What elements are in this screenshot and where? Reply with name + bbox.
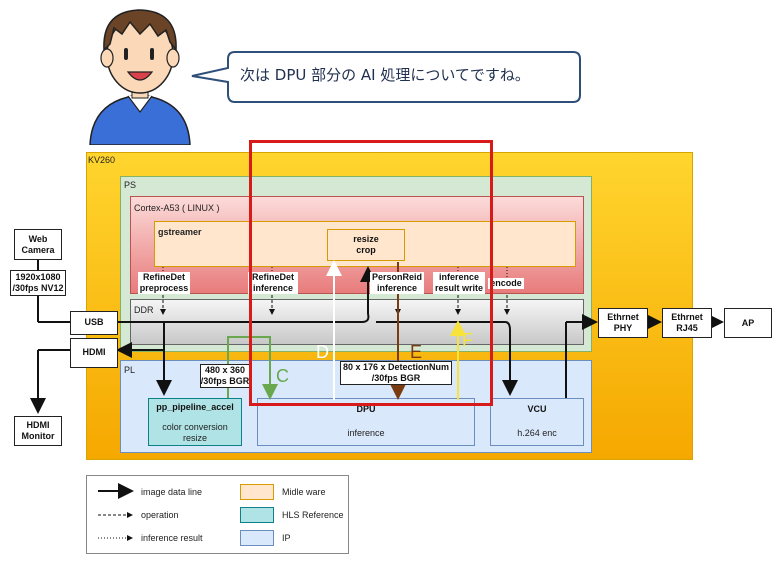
ap-label: AP: [741, 318, 755, 328]
legend-operation: operation: [141, 510, 179, 520]
legend-image-line: image data line: [141, 487, 203, 497]
hdmi-monitor-l2: Monitor: [21, 431, 55, 441]
flow-letter-f: F: [462, 330, 473, 350]
hdmi-box: [70, 338, 118, 368]
pl-label: PL: [124, 365, 136, 375]
op-refinedet-inf-l2: inference: [252, 283, 294, 293]
op-refinedet-pre-l1: RefineDet: [142, 272, 185, 282]
op-refinedet-pre: RefineDet preprocess: [138, 272, 190, 294]
op-refinedet-inf: RefineDet inference: [248, 272, 298, 294]
flow-letter-d: D: [316, 342, 329, 362]
webcam-format-box: [10, 270, 66, 296]
op-result-write: inference result write: [433, 272, 485, 294]
ethernet-phy-box: [598, 308, 648, 338]
speech-text: 次は DPU 部分の AI 処理についてですね。: [240, 66, 530, 84]
vcu-desc: h.264 enc: [517, 428, 557, 438]
op-refinedet-pre-l2: preprocess: [139, 283, 189, 293]
op-encode: encode: [488, 278, 524, 289]
dpu-title: DPU: [356, 404, 376, 414]
legend-lines: [98, 483, 134, 541]
speech-bubble-shape: [191, 51, 581, 103]
vcu-box: [490, 398, 584, 446]
usb-label: USB: [84, 317, 104, 327]
webcam-l1: Web: [28, 234, 48, 244]
ethernet-phy-l1: Ethrnet: [607, 312, 639, 322]
ethernet-rj45-l2: RJ45: [676, 323, 698, 333]
ethernet-rj45-l1: Ethrnet: [671, 312, 703, 322]
legend-hls: HLS Reference: [282, 510, 344, 520]
flow-letter-c: C: [276, 366, 289, 386]
pp-pipeline-box: [148, 398, 242, 446]
legend-ip: IP: [282, 533, 291, 543]
hdmi-monitor-box: [14, 416, 62, 446]
dpu-desc: inference: [347, 428, 385, 438]
ps-label: PS: [124, 180, 137, 190]
ethernet-rj45-box: [662, 308, 712, 338]
op-encode-l1: encode: [490, 278, 522, 288]
kv260-label: KV260: [88, 155, 116, 165]
format-480-l1: 480 x 360: [204, 365, 246, 375]
op-result-write-l2: result write: [434, 283, 483, 293]
ethernet-phy-l2: PHY: [613, 323, 633, 333]
legend-middleware: Midle ware: [282, 487, 326, 497]
cortex-label: Cortex-A53 ( LINUX ): [134, 203, 220, 213]
format-480-box: [200, 364, 250, 388]
op-result-write-l1: inference: [438, 272, 480, 282]
pp-desc1: color conversion: [162, 422, 228, 432]
ddr-label: DDR: [134, 305, 154, 315]
ap-box: [724, 308, 772, 338]
webcam-l2: Camera: [21, 245, 55, 255]
op-refinedet-inf-l1: RefineDet: [251, 272, 294, 282]
legend-middleware-swatch: [240, 484, 274, 500]
usb-box: [70, 311, 118, 335]
pp-pipeline-title: pp_pipeline_accel: [156, 402, 234, 412]
crop-label: crop: [356, 245, 376, 255]
dpu-box: [257, 398, 475, 446]
format-80-l1: 80 x 176 x DetectionNum: [342, 362, 450, 372]
format-80-l2: /30fps BGR: [371, 373, 421, 383]
resize-crop-box: [327, 229, 405, 261]
hdmi-label: HDMI: [82, 347, 106, 357]
webcam-format-l1: 1920x1080: [15, 272, 61, 282]
hdmi-monitor-l1: HDMI: [26, 420, 50, 430]
op-personreid-inf: PersonReid inference: [370, 272, 424, 294]
op-personreid-inf-l1: PersonReid: [371, 272, 422, 282]
character-illustration: [89, 9, 191, 145]
pp-desc2: resize: [182, 433, 207, 443]
format-80-box: [340, 361, 452, 385]
vcu-title: VCU: [527, 404, 547, 414]
resize-label: resize: [353, 234, 379, 244]
legend-inference-result: inference result: [141, 533, 203, 543]
gstreamer-label: gstreamer: [158, 227, 202, 237]
webcam-format-l2: /30fps NV12: [12, 283, 64, 293]
legend-ip-swatch: [240, 530, 274, 546]
op-personreid-inf-l2: inference: [376, 283, 418, 293]
format-480-l2: /30fps BGR: [200, 376, 250, 386]
flow-letter-e: E: [410, 342, 423, 362]
legend-hls-swatch: [240, 507, 274, 523]
webcam-box: [14, 229, 62, 260]
highlight-rectangle: [249, 140, 493, 406]
